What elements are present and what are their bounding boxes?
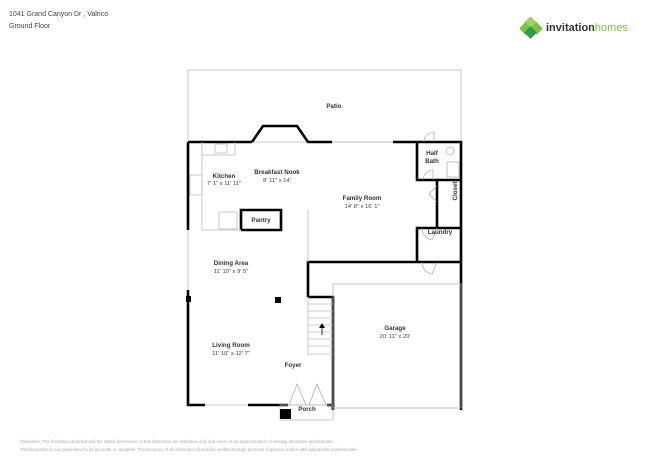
door-swing xyxy=(421,261,438,275)
room-dims-dining-area: 11' 10" x 9' 5" xyxy=(214,269,249,275)
logo-text-1: invitation xyxy=(546,22,595,34)
room-label-closet: Closet xyxy=(452,182,459,201)
door-swing xyxy=(422,169,434,181)
room-label-garage: Garage xyxy=(384,325,406,332)
room-dims-kitchen: 7' 1" x 11' 11" xyxy=(207,181,241,187)
logo-mark-icon xyxy=(520,17,542,39)
column xyxy=(186,296,191,302)
floor-name: Ground Floor xyxy=(9,23,51,30)
room-dims-living-room: 11' 10" x 12' 7" xyxy=(212,351,250,357)
toilet-icon xyxy=(445,146,455,156)
door-swing xyxy=(423,131,435,143)
room-label-breakfast-nook: Breakfast Nook xyxy=(254,169,300,176)
room-dims-family-room: 14' 8" x 16' 1" xyxy=(344,204,379,210)
invitation-homes-logo: invitationhomes xyxy=(520,17,628,39)
wall xyxy=(308,295,335,410)
garage-floor xyxy=(332,283,462,409)
pantry-walls xyxy=(239,208,283,232)
column xyxy=(275,297,281,303)
kitchen-counter xyxy=(202,142,236,156)
room-label-half-bath-1: Half xyxy=(426,150,439,157)
room-label-kitchen: Kitchen xyxy=(213,173,236,180)
logo-text-2: homes xyxy=(594,22,628,34)
wall xyxy=(415,226,461,262)
room-label-porch: Porch xyxy=(298,406,316,413)
address: 1041 Grand Canyon Dr , Valrico xyxy=(9,11,109,18)
wall xyxy=(393,140,463,410)
kitchen-counter xyxy=(201,142,241,231)
bay-window-wall xyxy=(250,124,332,144)
door-swing xyxy=(421,227,438,241)
wall xyxy=(186,290,205,407)
room-label-pantry: Pantry xyxy=(251,217,271,224)
wall xyxy=(306,260,461,297)
porch-column xyxy=(280,409,291,419)
wall xyxy=(415,142,439,228)
door-swing xyxy=(428,185,438,203)
room-label-half-bath-2: Bath xyxy=(425,158,439,165)
room-label-family-room: Family Room xyxy=(343,195,382,202)
room-label-patio: Patio xyxy=(326,103,341,110)
disclaimer-line-2: This illustration is not guaranteed to b… xyxy=(20,447,358,452)
stove xyxy=(189,174,203,196)
sink xyxy=(214,143,228,154)
stairs xyxy=(307,297,333,355)
room-dims-garage: 20' 11" x 20' xyxy=(380,334,411,340)
room-label-dining-area: Dining Area xyxy=(214,260,249,267)
patio-outline xyxy=(187,69,462,143)
room-dims-breakfast-nook: 8' 11" x 14' xyxy=(263,178,291,184)
room-label-foyer: Foyer xyxy=(285,362,302,369)
refrigerator xyxy=(218,211,238,230)
room-label-laundry: Laundry xyxy=(428,229,453,236)
sink-icon xyxy=(446,161,460,178)
room-label-living-room: Living Room xyxy=(212,342,250,349)
disclaimer-line-1: Disclaimer: The floorplans depicted and … xyxy=(20,439,334,444)
front-door-swing xyxy=(288,383,327,406)
